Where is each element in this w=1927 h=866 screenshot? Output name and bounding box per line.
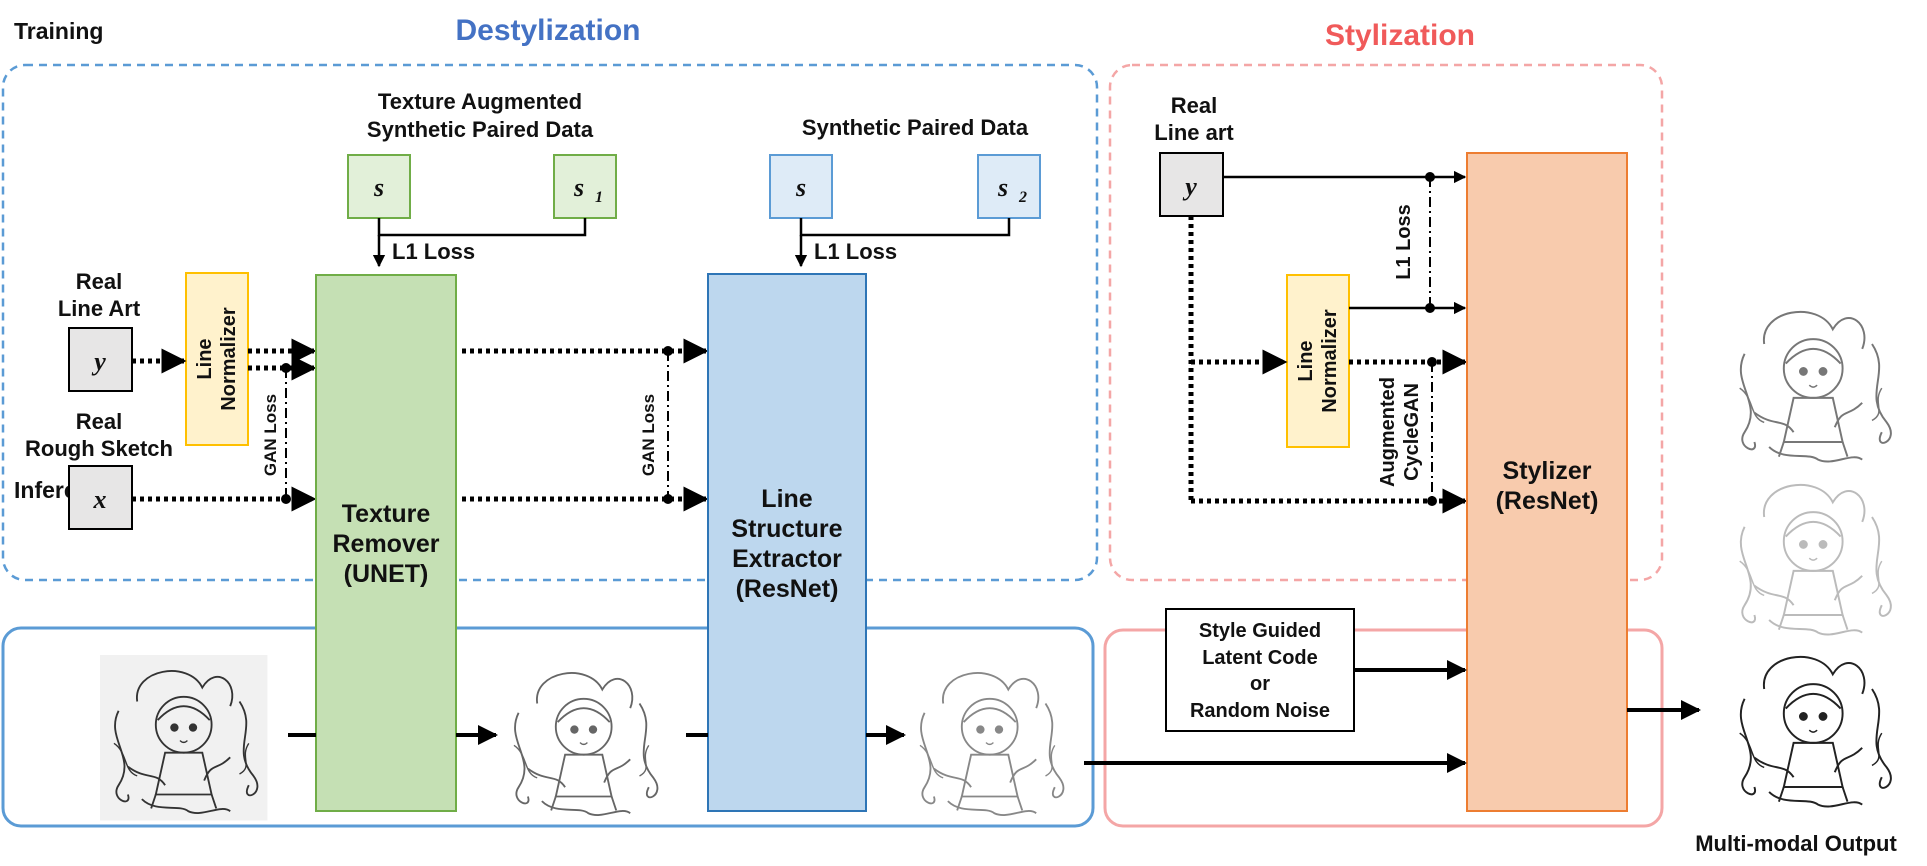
training-label: Training (14, 18, 103, 44)
s1-box (553, 154, 617, 219)
styl-real-line-art-1: Real (1171, 93, 1217, 118)
stylizer-label-1: Stylizer (1503, 457, 1592, 485)
destylization-title: Destylization (455, 14, 640, 47)
styl-var-y: y (1182, 172, 1197, 201)
synthetic-data-title: Synthetic Paired Data (802, 115, 1029, 140)
output-illustration-3 (1738, 655, 1892, 808)
var-x: x (93, 485, 107, 514)
real-line-art-2: Line Art (58, 296, 141, 321)
style-code-line-2: Latent Code (1202, 647, 1318, 669)
line-extractor-block (707, 273, 867, 812)
style-code-line-1: Style Guided (1199, 620, 1321, 642)
augmented-cyclegan-2: CycleGAN (1401, 383, 1423, 481)
stylization-title: Stylization (1325, 19, 1475, 52)
stylization-inference-frame (1103, 628, 1664, 828)
var-s1-sub: 1 (595, 189, 603, 206)
var-s: s (373, 173, 384, 202)
y-input-box (68, 327, 133, 392)
line-extractor-label-1: Line (761, 485, 812, 513)
real-rough-sketch-2: Rough Sketch (25, 436, 173, 461)
styl-cyclegan-dot-a (1427, 357, 1437, 367)
s-box-synthetic (769, 154, 833, 219)
style-code-line-4: Random Noise (1190, 700, 1330, 722)
texture-data-title-1: Texture Augmented (378, 89, 582, 114)
normalizer-label-2: Normalizer (218, 307, 240, 411)
gan-dot-2b (663, 494, 673, 504)
gan-dot-2a (663, 346, 673, 356)
augmented-cyclegan-1: Augmented (1377, 377, 1399, 487)
x-input-box (68, 465, 133, 530)
output-illustration-2 (1738, 483, 1892, 636)
line-normalizer-stylization (1286, 274, 1350, 448)
destylization-training-frame (1, 63, 1099, 582)
inference-mid-illustration (513, 672, 659, 816)
output-illustration-1 (1738, 310, 1892, 463)
styl-normalizer-label-1: Line (1295, 340, 1317, 381)
gan-dot-1b (281, 494, 291, 504)
stylizer-label-2: (ResNet) (1496, 487, 1599, 515)
stylization-training-frame (1108, 63, 1664, 582)
stylizer-block (1466, 152, 1628, 812)
inference-input-illustration (100, 655, 268, 821)
inference-out-illustration (919, 672, 1065, 816)
var-y: y (91, 347, 106, 376)
var-s2-sub: 2 (1018, 189, 1027, 206)
texture-remover-label-1: Texture (342, 500, 431, 528)
l1-connector-synthetic (799, 218, 1011, 237)
l1-loss-texture: L1 Loss (392, 239, 475, 264)
l1-loss-synthetic: L1 Loss (814, 239, 897, 264)
multi-modal-output-label: Multi-modal Output (1695, 831, 1897, 856)
texture-remover-label-2: Remover (333, 530, 440, 558)
s2-box (977, 154, 1041, 219)
texture-data-title-2: Synthetic Paired Data (367, 117, 594, 142)
gan-dot-1a (281, 363, 291, 373)
var-s2: s (997, 173, 1008, 202)
real-rough-sketch-1: Real (76, 409, 122, 434)
gan-loss-2: GAN Loss (639, 394, 658, 476)
s-box-texture (347, 154, 411, 219)
texture-remover-label-3: (UNET) (344, 560, 429, 588)
line-extractor-label-4: (ResNet) (736, 575, 839, 603)
normalizer-label-1: Line (194, 338, 216, 379)
destylization-inference-frame (1, 626, 1095, 828)
var-s-synthetic: s (795, 173, 806, 202)
l1-connector-texture (377, 218, 587, 237)
style-code-box (1165, 608, 1355, 732)
line-extractor-label-2: Structure (731, 515, 842, 543)
styl-l1-dot-a (1425, 172, 1435, 182)
texture-remover-block (315, 274, 457, 812)
styl-l1-loss: L1 Loss (1393, 204, 1415, 280)
real-line-art-1: Real (76, 269, 122, 294)
var-s1: s (573, 173, 584, 202)
line-extractor-label-3: Extractor (732, 545, 842, 573)
styl-normalizer-label-2: Normalizer (1319, 309, 1341, 413)
styl-real-line-art-2: Line art (1154, 120, 1234, 145)
styl-cyclegan-dot-b (1427, 496, 1437, 506)
line-normalizer-destylization (185, 272, 249, 446)
styl-y-input-box (1159, 152, 1224, 217)
gan-loss-1: GAN Loss (261, 394, 280, 476)
style-code-line-3: or (1250, 673, 1270, 695)
